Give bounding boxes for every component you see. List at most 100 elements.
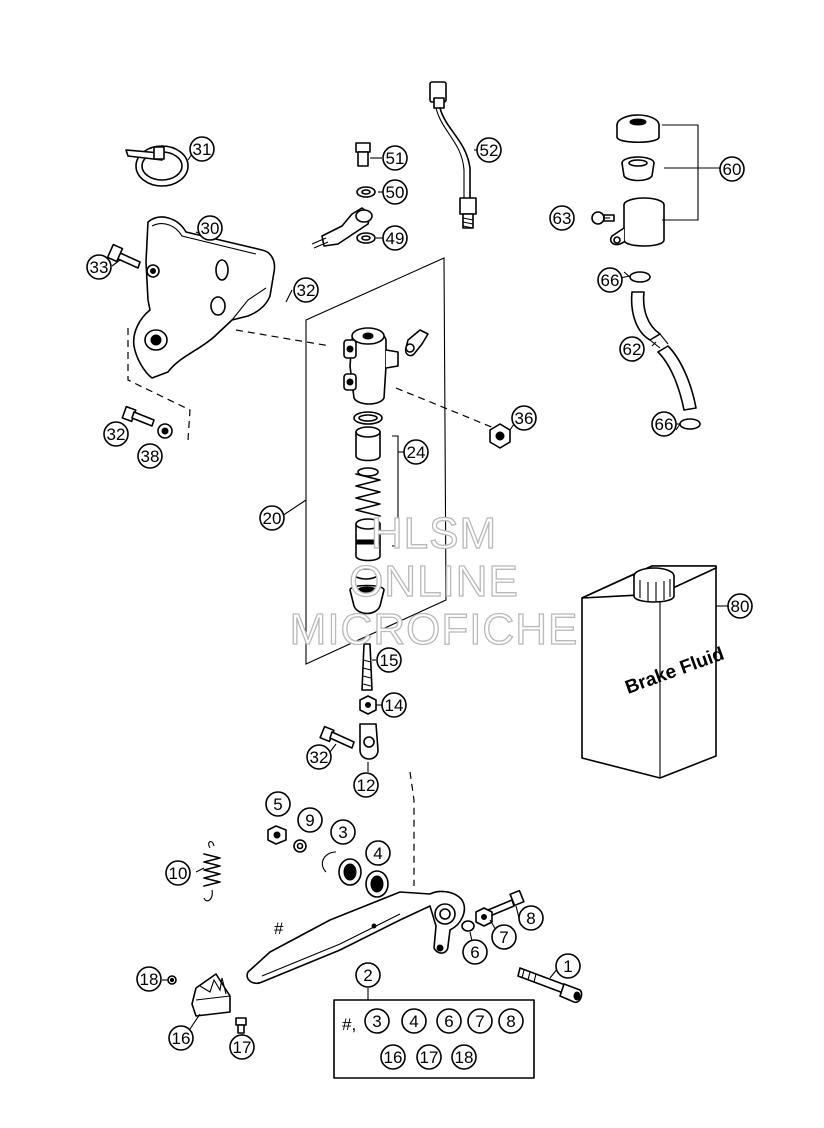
fluid-reservoir (591, 114, 720, 247)
kit-item-18: 18 (451, 1044, 477, 1070)
svg-text:32: 32 (297, 281, 316, 300)
callout-66-top: 66 (597, 267, 623, 293)
callout-16: 16 (168, 1025, 194, 1051)
svg-text:5: 5 (273, 795, 282, 814)
svg-text:66: 66 (655, 415, 674, 434)
nut-36 (489, 423, 511, 449)
callout-32-top: 32 (293, 277, 319, 303)
callout-24: 24 (403, 439, 429, 465)
svg-text:12: 12 (357, 776, 376, 795)
callout-63: 63 (549, 205, 575, 231)
pedal-pivot-bolt (517, 967, 583, 1004)
callout-14: 14 (381, 692, 407, 718)
master-cylinder-bracket (132, 216, 276, 379)
svg-text:15: 15 (380, 651, 399, 670)
pushrod-assembly (319, 643, 379, 760)
kit-item-16: 16 (380, 1044, 406, 1070)
svg-text:63: 63 (553, 209, 572, 228)
svg-text:6: 6 (444, 1012, 453, 1031)
callout-8: 8 (518, 905, 544, 931)
cable-tie (125, 145, 189, 187)
svg-text:32: 32 (107, 425, 126, 444)
bolt-32-left (121, 405, 173, 439)
svg-text:33: 33 (90, 258, 109, 277)
brake-pedal: # (246, 890, 466, 985)
kit-item-17: 17 (416, 1044, 442, 1070)
callout-7: 7 (491, 924, 517, 950)
svg-text:66: 66 (601, 271, 620, 290)
kit-item-3: 3 (364, 1008, 390, 1034)
svg-text:49: 49 (386, 229, 405, 248)
callout-12: 12 (353, 772, 379, 798)
svg-text:31: 31 (193, 140, 212, 159)
brake-light-switch (429, 81, 477, 229)
banjo-bolt (311, 142, 376, 249)
svg-text:32: 32 (310, 748, 329, 767)
kit-box-contents: #, 3 4 6 7 8 16 17 18 (342, 1008, 524, 1070)
callout-6: 6 (462, 939, 488, 965)
callout-32-left: 32 (103, 421, 129, 447)
callout-60: 60 (719, 156, 745, 182)
callout-32-bottom: 32 (306, 744, 332, 770)
callout-50: 50 (382, 179, 408, 205)
svg-text:52: 52 (480, 141, 499, 160)
svg-text:17: 17 (420, 1048, 439, 1067)
callout-38: 38 (137, 443, 163, 469)
callout-31: 31 (189, 136, 215, 162)
callout-10: 10 (165, 860, 191, 886)
watermark-line-3: MICROFICHE (290, 605, 579, 654)
svg-text:60: 60 (723, 160, 742, 179)
brake-fluid-jug: Brake Fluid (581, 565, 727, 779)
watermark-line-2: ONLINE (349, 557, 519, 606)
callout-17: 17 (229, 1034, 255, 1060)
callout-18: 18 (136, 966, 162, 992)
callout-3: 3 (330, 819, 356, 845)
callout-51: 51 (382, 145, 408, 171)
callout-30: 30 (197, 215, 223, 241)
callout-labels: 31 51 52 50 49 30 33 32 32 38 36 24 20 6… (86, 136, 753, 1060)
svg-text:80: 80 (731, 597, 750, 616)
master-cylinder-assembly (305, 257, 447, 665)
bolt-33 (106, 243, 160, 278)
svg-text:16: 16 (384, 1048, 403, 1067)
alignment-lines (235, 329, 495, 886)
svg-text:38: 38 (141, 447, 160, 466)
callout-66-bottom: 66 (651, 411, 677, 437)
callout-33: 33 (86, 254, 112, 280)
kit-item-6: 6 (436, 1008, 462, 1034)
svg-text:4: 4 (409, 1012, 418, 1031)
svg-text:7: 7 (475, 1012, 484, 1031)
callout-62: 62 (619, 336, 645, 362)
svg-text:16: 16 (172, 1029, 191, 1048)
kit-item-8: 8 (498, 1008, 524, 1034)
pedal-stop-bolt (461, 889, 525, 932)
svg-text:30: 30 (201, 219, 220, 238)
svg-text:8: 8 (506, 1012, 515, 1031)
svg-text:18: 18 (455, 1048, 474, 1067)
pedal-pivot-parts (267, 825, 389, 898)
svg-text:1: 1 (563, 957, 572, 976)
svg-text:10: 10 (169, 864, 188, 883)
svg-text:8: 8 (526, 909, 535, 928)
watermark-line-1: HLSM (371, 509, 497, 558)
kit-prefix: #, (342, 1015, 356, 1034)
svg-text:17: 17 (233, 1038, 252, 1057)
kit-item-4: 4 (401, 1008, 427, 1034)
callout-9: 9 (297, 807, 323, 833)
callout-15: 15 (376, 647, 402, 673)
callout-52: 52 (476, 137, 502, 163)
svg-text:62: 62 (623, 340, 642, 359)
svg-text:50: 50 (386, 183, 405, 202)
svg-text:7: 7 (499, 928, 508, 947)
callout-20: 20 (259, 505, 285, 531)
pedal-marker: # (274, 919, 284, 938)
reservoir-hose (623, 271, 701, 431)
svg-text:9: 9 (305, 811, 314, 830)
svg-text:51: 51 (386, 149, 405, 168)
svg-text:20: 20 (263, 509, 282, 528)
callout-1: 1 (555, 953, 581, 979)
svg-text:18: 18 (140, 970, 159, 989)
callout-5: 5 (265, 791, 291, 817)
watermark: HLSM ONLINE MICROFICHE (289, 508, 579, 654)
